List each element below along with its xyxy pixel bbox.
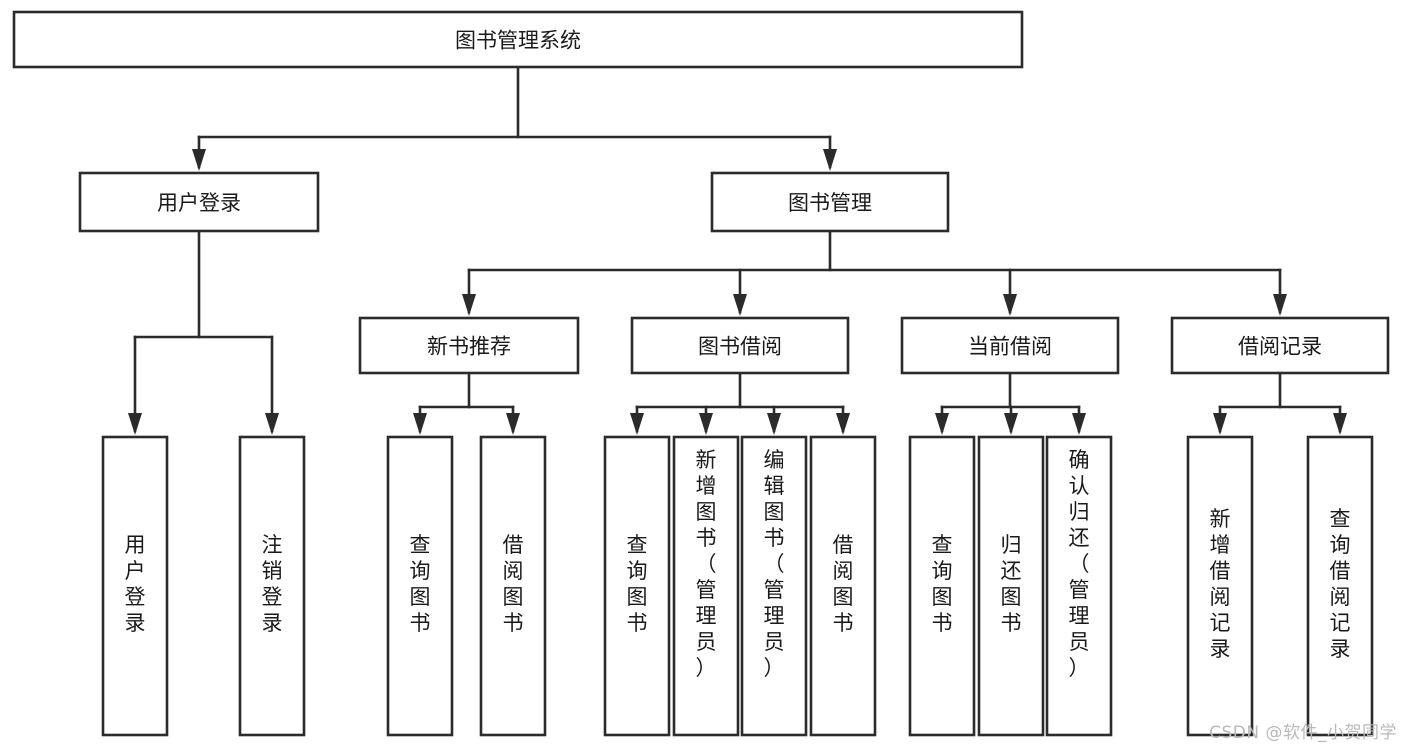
node-leaf-user-login-2[interactable]: 注销登录	[238, 435, 306, 737]
connectors-layer	[128, 65, 1347, 435]
node-label: 新书推荐	[427, 335, 511, 359]
node-l2-book-management[interactable]: 图书管理	[710, 171, 950, 233]
node-label: 图书管理	[788, 191, 872, 215]
node-label: 查询图书	[932, 533, 953, 635]
node-label: 借阅图书	[503, 533, 524, 635]
node-label: 新增借阅记录	[1210, 507, 1231, 661]
node-l3-borrow-record[interactable]: 借阅记录	[1170, 316, 1390, 375]
node-label: 借阅图书	[833, 533, 854, 635]
node-leaf-new-book-1[interactable]: 查询图书	[386, 435, 454, 737]
node-l3-current-borrow[interactable]: 当前借阅	[900, 316, 1120, 375]
node-leaf-current-borrow-2[interactable]: 归还图书	[977, 435, 1045, 737]
node-leaf-borrow-book-3[interactable]: 编辑图书（管理员）	[740, 435, 808, 737]
node-leaf-borrow-record-2[interactable]: 查询借阅记录	[1306, 435, 1374, 737]
node-label: 编辑图书（管理员）	[764, 448, 785, 680]
node-label: 查询图书	[410, 533, 431, 635]
node-label: 借阅记录	[1238, 335, 1322, 359]
node-leaf-borrow-book-1[interactable]: 查询图书	[603, 435, 671, 737]
node-label: 当前借阅	[968, 335, 1052, 359]
node-leaf-borrow-book-4[interactable]: 借阅图书	[809, 435, 877, 737]
node-leaf-current-borrow-3[interactable]: 确认归还（管理员）	[1045, 435, 1113, 737]
node-label: 用户登录	[125, 533, 146, 635]
node-l3-book-borrow[interactable]: 图书借阅	[630, 316, 850, 375]
node-label: 注销登录	[262, 533, 283, 635]
node-label: 确认归还（管理员）	[1069, 448, 1090, 680]
node-leaf-borrow-record-1[interactable]: 新增借阅记录	[1186, 435, 1254, 737]
node-label: 查询图书	[627, 533, 648, 635]
node-label: 用户登录	[157, 191, 241, 215]
node-label: 图书借阅	[698, 335, 782, 359]
node-boxes-layer: 图书管理系统用户登录图书管理新书推荐图书借阅当前借阅借阅记录用户登录注销登录查询…	[12, 10, 1390, 737]
node-label: 查询借阅记录	[1330, 507, 1351, 661]
node-leaf-user-login-1[interactable]: 用户登录	[101, 435, 169, 737]
node-leaf-borrow-book-2[interactable]: 新增图书（管理员）	[672, 435, 740, 737]
node-l2-user-login[interactable]: 用户登录	[78, 171, 320, 233]
node-l3-new-book-recommend[interactable]: 新书推荐	[358, 316, 580, 375]
csdn-watermark: CSDN @软件_小贺同学	[1209, 723, 1397, 743]
node-label: 归还图书	[1001, 533, 1022, 635]
node-leaf-current-borrow-1[interactable]: 查询图书	[908, 435, 976, 737]
node-leaf-new-book-2[interactable]: 借阅图书	[479, 435, 547, 737]
node-root-system[interactable]: 图书管理系统	[12, 10, 1024, 69]
node-label: 新增图书（管理员）	[696, 448, 717, 680]
node-label: 图书管理系统	[455, 29, 581, 53]
